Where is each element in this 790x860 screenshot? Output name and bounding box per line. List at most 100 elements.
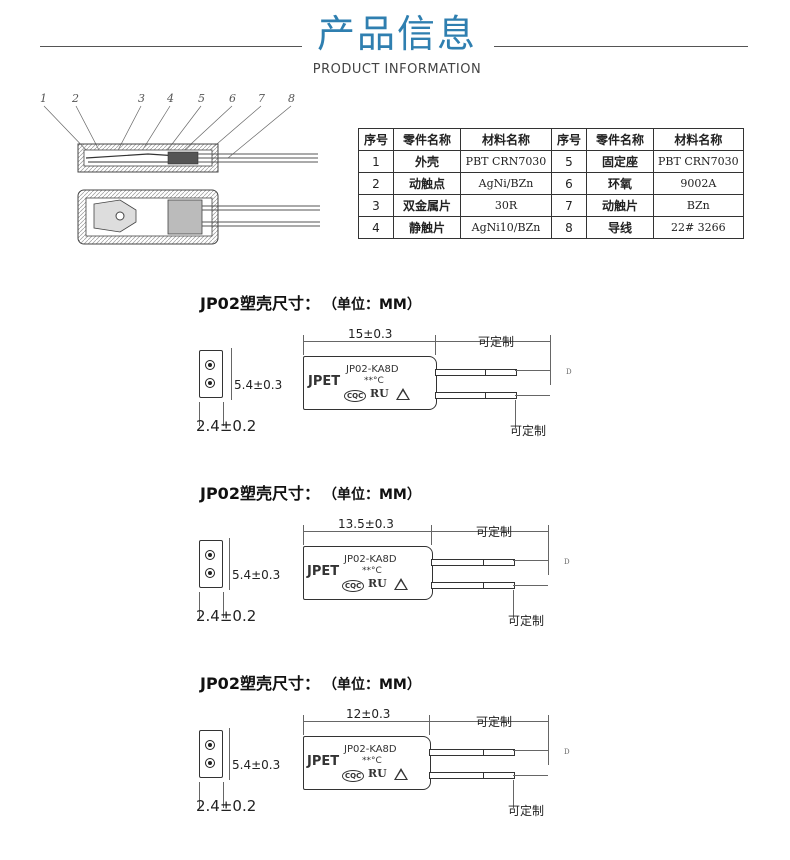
header-rule-left <box>40 46 302 47</box>
pin-hole <box>205 740 215 750</box>
cell-material: PBT CRN7030 <box>653 150 744 173</box>
temperature-label: **°C <box>364 376 384 386</box>
dim-line <box>231 348 232 400</box>
dim-line <box>223 592 224 618</box>
table-row: 2 动触点 AgNi/BZn 6 环氧 9002A <box>358 172 744 195</box>
dim-line <box>513 750 548 751</box>
height-dimension: 5.4±0.3 <box>232 758 281 772</box>
length-dimension: 12±0.3 <box>346 707 391 721</box>
table-header-row: 序号 零件名称 材料名称 序号 零件名称 材料名称 <box>358 128 744 151</box>
dim-line <box>548 715 549 765</box>
custom-length-bottom: 可定制 <box>510 424 547 438</box>
cross-section-svg <box>43 105 320 245</box>
custom-length-bottom: 可定制 <box>508 614 545 628</box>
dim-line <box>223 782 224 808</box>
th-material-1: 材料名称 <box>460 128 552 151</box>
dim-line <box>199 402 200 426</box>
dim-line <box>513 560 548 561</box>
cqc-mark-icon: CQC <box>344 390 367 402</box>
end-view <box>199 730 223 778</box>
custom-length-bottom: 可定制 <box>508 804 545 818</box>
dim-line <box>429 715 430 735</box>
length-dimension: 13.5±0.3 <box>338 517 394 531</box>
vde-mark-icon <box>394 578 408 590</box>
cell-part: 环氧 <box>586 172 654 195</box>
dim-line <box>431 531 548 532</box>
ul-mark-icon: RU <box>368 577 387 590</box>
table-row: 4 静触片 AgNi10/BZn 8 导线 22# 3266 <box>358 216 744 239</box>
cell-no: 1 <box>358 150 394 173</box>
th-no-2: 序号 <box>551 128 587 151</box>
callout-4: 4 <box>167 92 174 105</box>
width-dimension: 2.4±0.2 <box>196 607 257 625</box>
dim-line <box>229 538 230 590</box>
section-title: JP02塑壳尺寸： （单位：MM） <box>200 480 421 504</box>
pin-hole <box>205 360 215 370</box>
width-dimension: 2.4±0.2 <box>196 797 257 815</box>
height-dimension: 5.4±0.3 <box>232 568 281 582</box>
lead-wire-bottom <box>431 582 515 589</box>
cell-no: 7 <box>551 194 587 217</box>
wire-diameter-label: D <box>566 368 572 376</box>
end-view <box>199 540 223 588</box>
callout-6: 6 <box>229 92 236 105</box>
dim-line <box>303 531 431 532</box>
section-title: JP02塑壳尺寸：（单位：MM） <box>200 670 421 694</box>
dim-line <box>229 728 230 780</box>
section-unit: （单位：MM） <box>329 677 421 693</box>
cell-part: 动触点 <box>393 172 461 195</box>
page-title: 产品信息 <box>316 12 477 56</box>
dim-line <box>199 782 200 808</box>
lead-wire-bottom <box>429 772 515 779</box>
callout-8: 8 <box>288 92 295 105</box>
vde-mark-icon <box>396 388 410 400</box>
ul-mark-icon: RU <box>368 767 387 780</box>
dim-line <box>303 341 435 342</box>
dimension-section-3: JP02塑壳尺寸：（单位：MM） 5.4±0.3 2.4±0.2 12±0.3 … <box>0 670 790 860</box>
dim-line <box>435 335 436 355</box>
th-material-2: 材料名称 <box>653 128 744 151</box>
model-label: JP02-KA8D <box>344 744 397 755</box>
section-title-text: JP02塑壳尺寸： <box>200 484 320 503</box>
dim-line <box>515 400 516 428</box>
cell-no: 2 <box>358 172 394 195</box>
cell-part: 双金属片 <box>393 194 461 217</box>
section-unit: （单位：MM） <box>329 487 421 503</box>
cell-material: BZn <box>653 194 744 217</box>
custom-length-top: 可定制 <box>476 715 513 729</box>
callout-2: 2 <box>72 92 79 105</box>
ul-mark-icon: RU <box>370 387 389 400</box>
dim-line <box>548 525 549 575</box>
dim-line <box>513 775 548 776</box>
callout-5: 5 <box>198 92 205 105</box>
lead-wire-bottom <box>435 392 517 399</box>
brand-label: JPET <box>307 754 340 769</box>
temperature-label: **°C <box>362 756 382 766</box>
dim-line <box>223 402 224 426</box>
th-part-2: 零件名称 <box>586 128 654 151</box>
header-rule-right <box>494 46 748 47</box>
dim-line <box>303 525 304 545</box>
pin-hole <box>205 568 215 578</box>
dim-line <box>513 585 548 586</box>
cell-material: 30R <box>460 194 552 217</box>
model-label: JP02-KA8D <box>344 554 397 565</box>
custom-length-top: 可定制 <box>478 335 515 349</box>
height-dimension: 5.4±0.3 <box>234 378 283 392</box>
dim-line <box>199 592 200 618</box>
dim-line <box>431 525 432 545</box>
th-no-1: 序号 <box>358 128 394 151</box>
custom-length-top: 可定制 <box>476 525 513 539</box>
cell-part: 外壳 <box>393 150 461 173</box>
cell-material: AgNi10/BZn <box>460 216 552 239</box>
section-title-text: JP02塑壳尺寸： <box>200 294 320 313</box>
cell-material: 22# 3266 <box>653 216 744 239</box>
callout-3: 3 <box>138 92 145 105</box>
cell-no: 4 <box>358 216 394 239</box>
lead-wire-top <box>431 559 515 566</box>
lead-wire-top <box>435 369 517 376</box>
section-title: JP02塑壳尺寸：（单位：MM） <box>200 290 421 314</box>
exploded-drawing: 1 2 3 4 5 6 7 8 <box>28 92 328 252</box>
page-subtitle: PRODUCT INFORMATION <box>312 62 482 77</box>
callout-1: 1 <box>40 92 47 105</box>
